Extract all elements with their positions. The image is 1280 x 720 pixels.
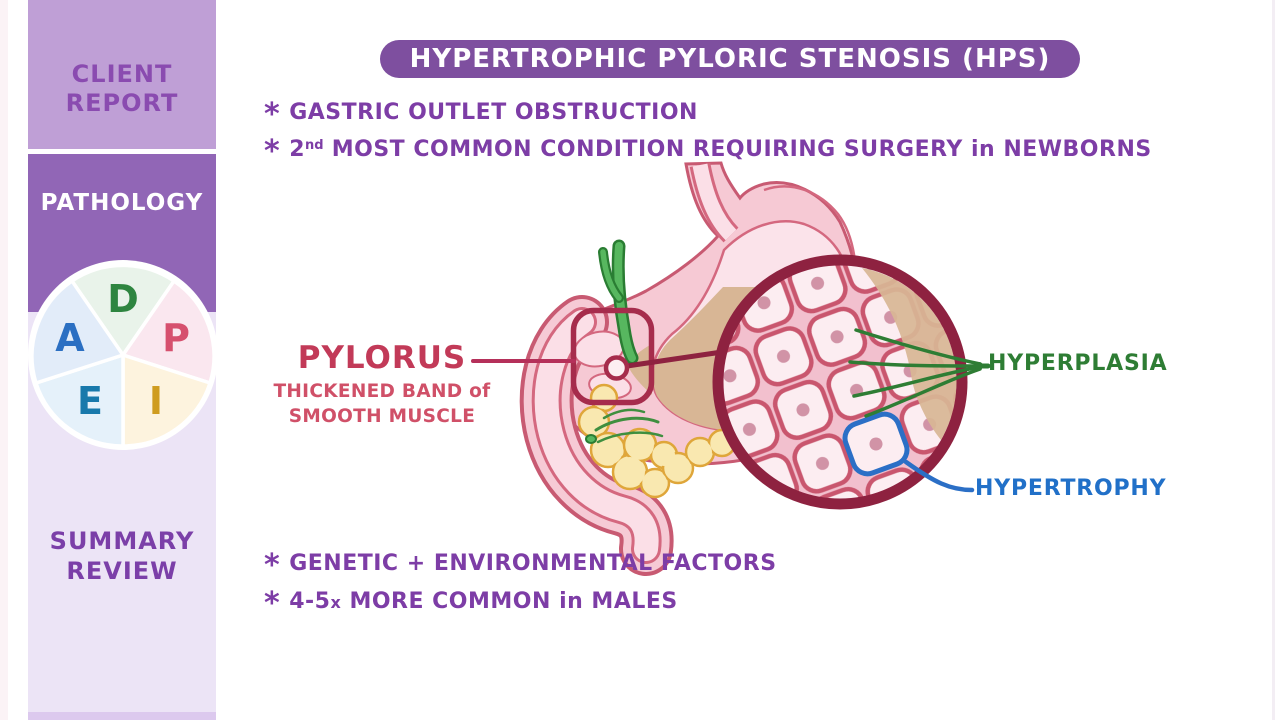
vessel-strands <box>594 408 664 444</box>
hypertrophy-pointer-line <box>903 459 975 493</box>
wheel-letter-e: E <box>77 379 103 423</box>
magnifier-connector-line <box>624 349 725 369</box>
vessel-dot <box>585 434 597 444</box>
bile-duct <box>598 239 639 365</box>
omental-fat <box>577 383 777 499</box>
right-edge-strip <box>1272 0 1275 720</box>
bullet-genetic-environmental: *GENETIC + ENVIRONMENTAL FACTORS <box>264 548 777 583</box>
wheel-letter-i: I <box>149 379 163 423</box>
stomach-interior <box>650 220 854 432</box>
bottom-bullet-list: *GENETIC + ENVIRONMENTAL FACTORS *4-5x M… <box>264 541 777 621</box>
pylorus-sublabel: THICKENED BAND of SMOOTH MUSCLE <box>258 379 506 429</box>
asterisk-icon: * <box>264 97 281 132</box>
magnifier-box <box>570 307 655 406</box>
asterisk-icon: * <box>264 548 281 583</box>
chyme <box>653 287 852 431</box>
stomach-inner-wall-line <box>763 185 858 275</box>
sidebar-bottom-strip <box>28 712 216 720</box>
pylorus-label-block: PYLORUS THICKENED BAND of SMOOTH MUSCLE <box>258 340 506 429</box>
sidebar-item-label: SUMMARY REVIEW <box>49 527 195 585</box>
bullet-gastric-outlet: *GASTRIC OUTLET OBSTRUCTION <box>264 97 698 132</box>
muscle-magnified-circle <box>712 254 968 510</box>
esophagus-lumen <box>689 162 739 243</box>
cell-pattern <box>723 265 957 499</box>
duodenum <box>519 295 674 576</box>
sidebar-item-label: CLIENT REPORT <box>65 60 179 117</box>
left-edge-strip <box>0 0 8 720</box>
bullet-more-common-males: *4-5x MORE COMMON in MALES <box>264 586 678 621</box>
wheel-letter-p: P <box>162 316 190 360</box>
top-bullet-list: *GASTRIC OUTLET OBSTRUCTION *2nd MOST CO… <box>264 90 1152 169</box>
hyperplasia-pointer-knot <box>975 362 983 370</box>
hypertrophy-cell-outline <box>842 411 910 477</box>
pylorus-sublabel-line1: THICKENED BAND of <box>273 381 491 402</box>
adpei-wheel: A D P E I <box>28 260 218 450</box>
asterisk-icon: * <box>264 586 281 621</box>
hyperplasia-pointer-lines <box>848 328 991 418</box>
bullet-second-most-common: *2nd MOST COMMON CONDITION REQUIRING SUR… <box>264 134 1152 169</box>
cell-base <box>723 265 957 499</box>
wheel-letter-a: A <box>55 316 85 360</box>
wheel-letter-d: D <box>107 277 139 321</box>
sidebar-item-label: PATHOLOGY <box>40 190 204 216</box>
pylorus-sublabel-line2: SMOOTH MUSCLE <box>288 406 476 427</box>
lumen-crescent <box>862 268 957 440</box>
magnifier-dot <box>603 355 630 381</box>
magnified-circle-border <box>712 254 968 510</box>
pyloric-canal <box>573 330 652 400</box>
hyperplasia-label: HYPERPLASIA <box>988 351 1168 376</box>
wheel-slices <box>30 263 216 448</box>
page-title: HYPERTROPHIC PYLORIC STENOSIS (HPS) <box>380 40 1080 78</box>
asterisk-icon: * <box>264 134 281 169</box>
pylorus-label: PYLORUS <box>297 340 467 376</box>
stomach <box>547 161 862 466</box>
sidebar-item-client-report[interactable]: CLIENT REPORT <box>28 0 216 149</box>
hypertrophy-label: HYPERTROPHY <box>975 476 1167 501</box>
page-title-text: HYPERTROPHIC PYLORIC STENOSIS (HPS) <box>409 44 1051 74</box>
